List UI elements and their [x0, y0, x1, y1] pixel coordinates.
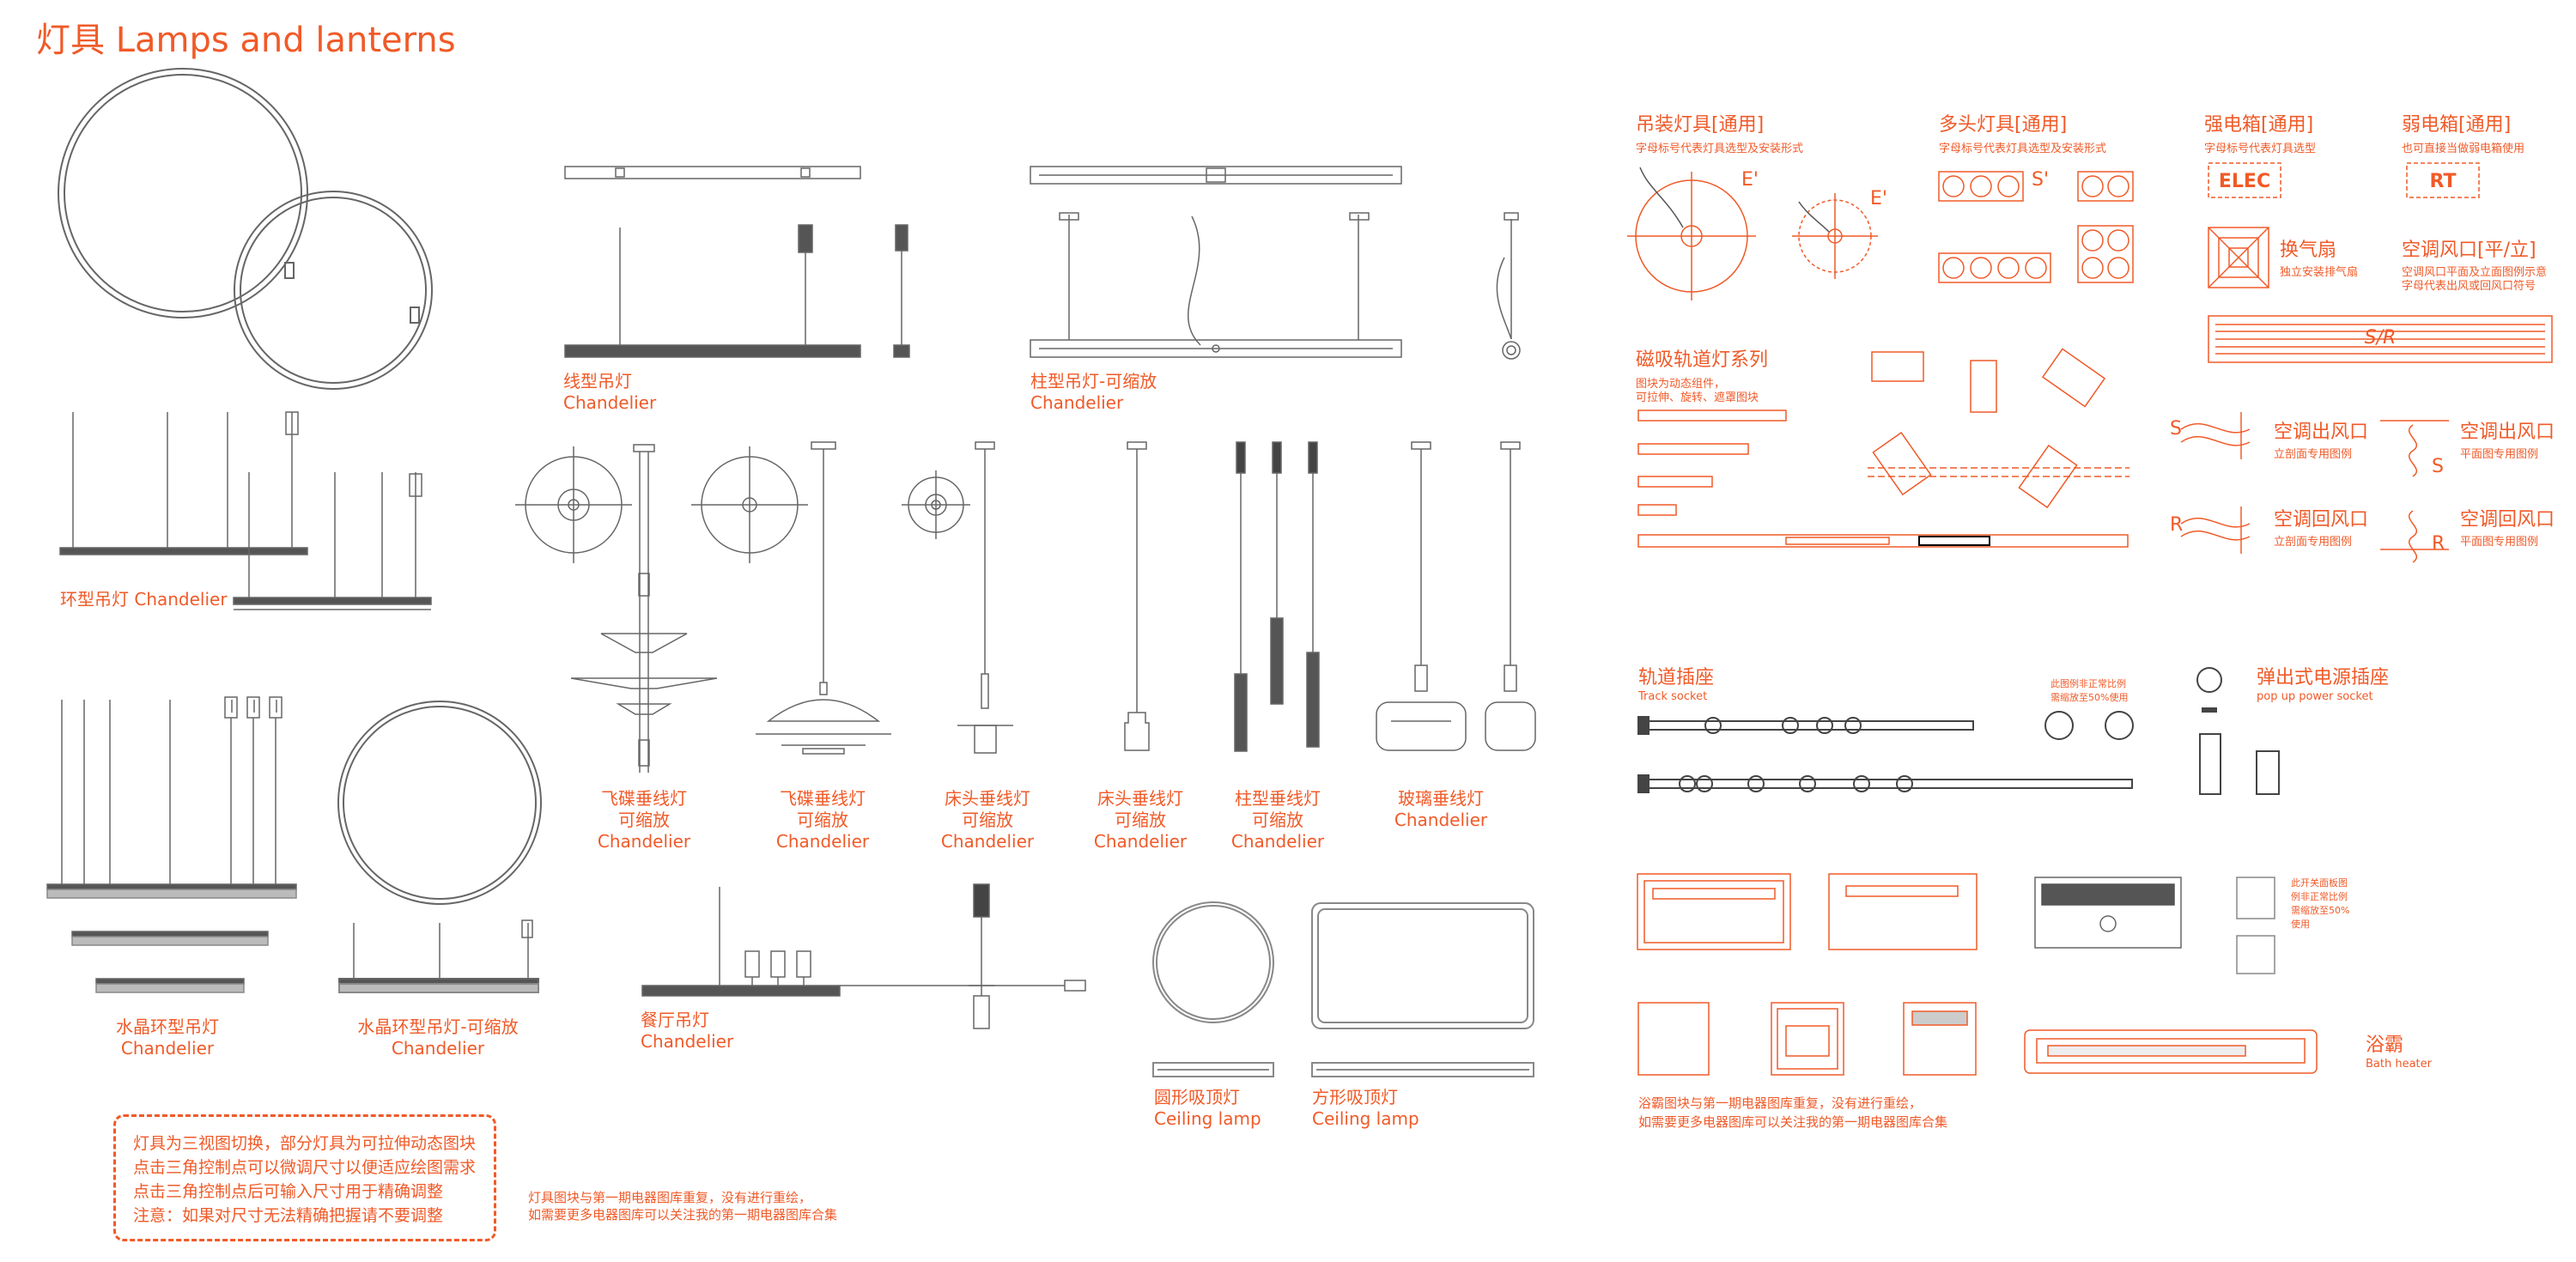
ac-ret-plan-title: 空调回风口 — [2460, 509, 2555, 531]
ac-out-plan-title: 空调出风口 — [2460, 422, 2555, 443]
multihead-mark: S' — [2032, 169, 2050, 191]
column-chandelier-label: 柱型吊灯-可缩放 Chandelier — [1030, 371, 1157, 413]
track-light-symbols — [1637, 348, 2129, 548]
ac-ret-elev-title: 空调回风口 — [2274, 509, 2369, 531]
box-symbols — [2208, 162, 2480, 198]
ac-out-elev-title: 空调出风口 — [2274, 422, 2369, 443]
ufo-pendant-label: 飞碟垂线灯 可缩放 Chandelier — [597, 788, 691, 852]
ac-ret-elev-mark: R — [2170, 514, 2184, 536]
bath-repeat-note-2: 如需要更多电器图库可以关注我的第一期电器图库合集 — [1638, 1114, 1948, 1130]
fan-title: 换气扇 — [2280, 240, 2337, 261]
hanging-symbol — [1627, 167, 1878, 300]
column-pendant-label: 柱型垂线灯 可缩放 Chandelier — [1230, 788, 1325, 852]
multihead-sub: 字母标号代表灯具选型及安装形式 — [1939, 143, 2107, 155]
ac-out-plan-mark: S — [2432, 456, 2444, 477]
hanging-sub: 字母标号代表灯具选型及安装形式 — [1636, 143, 1804, 155]
ac-out-elev-mark: S — [2170, 418, 2182, 440]
vent-symbol — [2208, 315, 2553, 363]
track-socket-note-2: 需缩放至50%使用 — [2050, 692, 2129, 703]
bath-en: Bath heater — [2366, 1058, 2432, 1071]
multihead-symbol — [1938, 171, 2134, 283]
ac-out-plan-sub: 平面图专用图例 — [2460, 448, 2539, 461]
ring-chandelier-label: 环型吊灯 Chandelier — [60, 589, 228, 610]
weak-box-title: 弱电箱[通用] — [2402, 114, 2512, 136]
panel-note-4: 使用 — [2291, 919, 2310, 930]
crystal-ring-chandelier — [46, 696, 297, 993]
glass-pendant — [1376, 441, 1536, 751]
ufo-pendant-2-label: 飞碟垂线灯 可缩放 Chandelier — [775, 788, 870, 852]
lamp-repeat-note-1: 灯具图块与第一期电器图库重复，没有进行重绘， — [528, 1190, 812, 1205]
track-socket-note-1: 此图例非正常比例 — [2050, 678, 2126, 689]
bath-repeat-note-1: 浴霸图块与第一期电器图库重复，没有进行重绘， — [1638, 1095, 1923, 1111]
square-ceiling-label: 方形吸顶灯 Ceiling lamp — [1312, 1087, 1419, 1129]
column-chandelier — [1030, 166, 1521, 360]
weak-box-code: RT — [2429, 171, 2457, 192]
vent-title: 空调风口[平/立] — [2402, 240, 2537, 261]
hanging-mark-2: E' — [1870, 188, 1887, 209]
bedside-pendant-2 — [1124, 441, 1150, 751]
dining-chandelier — [641, 883, 1086, 1029]
track-sub-2: 可拉伸、旋转、遮罩图块 — [1636, 391, 1759, 404]
page-title: 灯具 Lamps and lanterns — [36, 21, 456, 60]
dining-chandelier-label: 餐厅吊灯 Chandelier — [641, 1010, 734, 1052]
panel-note-3: 需缩放至50% — [2291, 905, 2350, 916]
popup-title: 弹出式电源插座 — [2257, 667, 2390, 689]
crystal-ring-chandelier-adj — [337, 701, 542, 993]
strong-box-sub: 字母标号代表灯具选型 — [2204, 143, 2317, 155]
usage-notes: 灯具为三视图切换，部分灯具为可拉伸动态图块 点击三角控制点可以微调尺寸以便适应绘… — [113, 1114, 496, 1241]
track-socket-title: 轨道插座 — [1638, 667, 1715, 689]
bedside-pendant — [957, 441, 1013, 754]
strong-box-title: 强电箱[通用] — [2204, 114, 2314, 136]
bedside-pendant-label: 床头垂线灯 可缩放 Chandelier — [940, 788, 1035, 852]
ufo-pendant — [570, 444, 718, 773]
bath-title: 浴霸 — [2366, 1034, 2404, 1056]
ufo-pendant-2 — [756, 441, 891, 755]
glass-pendant-label: 玻璃垂线灯 Chandelier — [1394, 788, 1488, 830]
ac-out-elev-sub: 立剖面专用图例 — [2274, 448, 2353, 461]
ac-ret-elev-sub: 立剖面专用图例 — [2274, 536, 2353, 549]
ceiling-lamps — [1152, 901, 1534, 1077]
multihead-title: 多头灯具[通用] — [1939, 114, 2068, 136]
track-title: 磁吸轨道灯系列 — [1636, 349, 1769, 371]
ring-chandelier-elevation — [59, 411, 432, 610]
strong-box-code: ELEC — [2218, 171, 2271, 192]
ac-ret-plan-sub: 平面图专用图例 — [2460, 536, 2539, 549]
lamp-repeat-note-2: 如需要更多电器图库可以关注我的第一期电器图库合集 — [528, 1207, 838, 1223]
bath-heater-symbols — [1637, 873, 2318, 1076]
track-sub-1: 图块为动态组件， — [1636, 378, 1726, 391]
crystal-ring-adj-label: 水晶环型吊灯-可缩放 Chandelier — [357, 1016, 519, 1059]
pendant-plans — [515, 446, 970, 563]
vent-code: S/R — [2364, 327, 2397, 349]
hanging-title: 吊装灯具[通用] — [1636, 114, 1765, 136]
vent-sub-1: 空调风口平面及立面图例示意 — [2402, 266, 2548, 279]
linear-chandelier — [564, 166, 910, 358]
panel-note-1: 此开关面板图 — [2291, 877, 2348, 889]
track-socket-en: Track socket — [1638, 690, 1708, 703]
hanging-mark: E' — [1741, 169, 1759, 191]
panel-note-2: 例非正常比例 — [2291, 891, 2348, 902]
column-pendant — [1234, 441, 1320, 752]
fan-sub: 独立安装排气扇 — [2280, 266, 2359, 279]
round-ceiling-label: 圆形吸顶灯 Ceiling lamp — [1154, 1087, 1261, 1129]
bedside-pendant-2-label: 床头垂线灯 可缩放 Chandelier — [1093, 788, 1188, 852]
crystal-ring-label: 水晶环型吊灯 Chandelier — [116, 1016, 219, 1059]
track-socket-symbols — [1637, 667, 2280, 795]
fan-symbol — [2208, 227, 2269, 288]
linear-chandelier-label: 线型吊灯 Chandelier — [563, 371, 657, 413]
popup-en: pop up power socket — [2257, 690, 2373, 703]
ac-ret-plan-mark: R — [2432, 533, 2445, 555]
vent-sub-2: 字母代表出风或回风口符号 — [2402, 280, 2537, 293]
weak-box-sub: 也可直接当做弱电箱使用 — [2402, 143, 2525, 155]
ac-vent-symbols — [2180, 412, 2449, 563]
ring-chandelier-plan — [58, 68, 433, 390]
